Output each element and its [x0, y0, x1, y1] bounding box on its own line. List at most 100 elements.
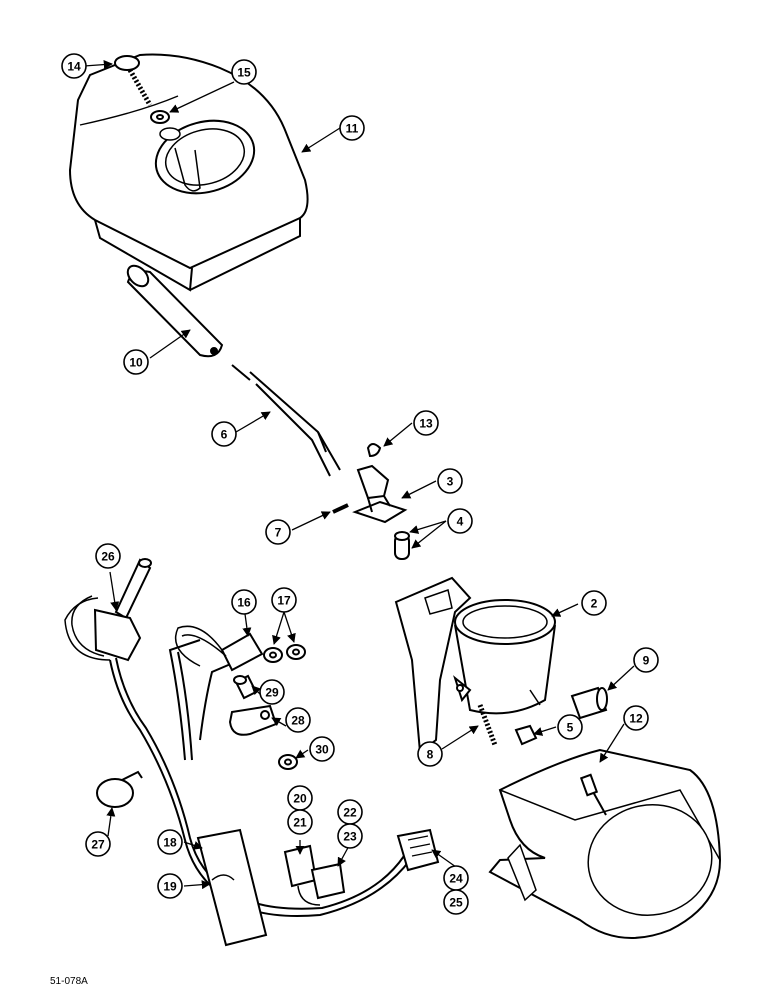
callout-circle [633, 647, 659, 673]
callout-label: 4 [457, 515, 464, 529]
callout-23: 23 [337, 823, 363, 849]
wiring-harness [109, 639, 411, 917]
bolt-part [570, 686, 608, 720]
callout-label: 15 [237, 66, 251, 80]
callout-label: 11 [346, 122, 359, 136]
callout-label: 28 [291, 714, 305, 728]
callout-circle [211, 421, 237, 447]
callout-21: 21 [287, 809, 313, 835]
callout-label: 21 [293, 816, 307, 830]
callout-9: 9 [633, 647, 659, 673]
plug-connector-part [283, 844, 346, 906]
callout-label: 24 [449, 872, 463, 886]
callout-label: 22 [343, 806, 357, 820]
callout-label: 10 [129, 356, 143, 370]
lever-rod-part [231, 364, 341, 477]
callout-circle [85, 831, 111, 857]
callout-circle [123, 349, 149, 375]
upper-shroud-part [68, 53, 309, 292]
callout-label: 20 [293, 792, 307, 806]
spacer-pin-part [394, 531, 410, 560]
callout-circle [61, 53, 87, 79]
callout-label: 23 [343, 830, 357, 844]
callout-12: 12 [623, 705, 649, 731]
callout-10: 10 [123, 349, 149, 375]
callout-13: 13 [413, 410, 439, 436]
callout-label: 9 [643, 654, 650, 668]
callout-11: 11 [339, 115, 365, 141]
callout-label: 13 [419, 417, 433, 431]
callout-circle [287, 809, 313, 835]
callout-circle [259, 679, 285, 705]
callout-circle [95, 543, 121, 569]
callout-label: 3 [447, 475, 454, 489]
callout-circle [581, 590, 607, 616]
callout-circle [417, 741, 443, 767]
callout-7: 7 [265, 519, 291, 545]
callout-circle [265, 519, 291, 545]
figure-code: 51-078A [50, 976, 88, 987]
callout-15: 15 [231, 59, 257, 85]
connector-part [174, 625, 264, 672]
callout-16: 16 [231, 589, 257, 615]
callout-20: 20 [287, 785, 313, 811]
nut-part [263, 644, 306, 663]
retaining-clip-part [514, 724, 538, 746]
leader-lines [83, 60, 635, 890]
callout-label: 18 [163, 836, 177, 850]
indicator-switch-part [64, 558, 152, 662]
socket-connector-part [396, 828, 440, 872]
screw-part [114, 55, 153, 107]
callout-circle [447, 508, 473, 534]
callout-circle [337, 823, 363, 849]
callout-circle [437, 468, 463, 494]
callout-label: 19 [163, 880, 177, 894]
callout-circle [623, 705, 649, 731]
callout-label: 12 [629, 712, 643, 726]
callout-circle [231, 59, 257, 85]
washer-part [150, 110, 170, 124]
callout-circle [157, 829, 183, 855]
callout-8: 8 [417, 741, 443, 767]
callout-label: 17 [277, 594, 291, 608]
callout-label: 5 [567, 721, 574, 735]
callout-label: 6 [221, 428, 228, 442]
harness-sleeve-part [196, 828, 268, 947]
callout-circle [157, 873, 183, 899]
callout-30: 30 [309, 736, 335, 762]
callout-29: 29 [259, 679, 285, 705]
callout-4: 4 [447, 508, 473, 534]
callout-label: 14 [67, 60, 81, 74]
callout-circle [413, 410, 439, 436]
callout-6: 6 [211, 421, 237, 447]
callout-circle [339, 115, 365, 141]
callout-5: 5 [557, 714, 583, 740]
lower-shroud-part [488, 748, 722, 939]
callout-2: 2 [581, 590, 607, 616]
callout-27: 27 [85, 831, 111, 857]
cable-clamp-part [228, 704, 278, 736]
lever-knob-part [126, 264, 224, 358]
callout-24: 24 [443, 865, 469, 891]
lock-nut-part [278, 754, 298, 770]
callout-circle [443, 889, 469, 915]
callout-28: 28 [285, 707, 311, 733]
spring-part [477, 704, 498, 746]
cable-tie-part [96, 770, 143, 808]
callout-circle [285, 707, 311, 733]
clip-part [366, 443, 382, 458]
callout-label: 16 [237, 596, 251, 610]
callout-label: 30 [315, 743, 329, 757]
callout-3: 3 [437, 468, 463, 494]
callout-25: 25 [443, 889, 469, 915]
callout-label: 8 [427, 748, 434, 762]
callout-label: 25 [449, 896, 463, 910]
callout-label: 7 [275, 526, 282, 540]
switch-pivot-part [352, 464, 408, 524]
callout-label: 27 [91, 838, 105, 852]
callout-14: 14 [61, 53, 87, 79]
callout-26: 26 [95, 543, 121, 569]
callout-circle [309, 736, 335, 762]
